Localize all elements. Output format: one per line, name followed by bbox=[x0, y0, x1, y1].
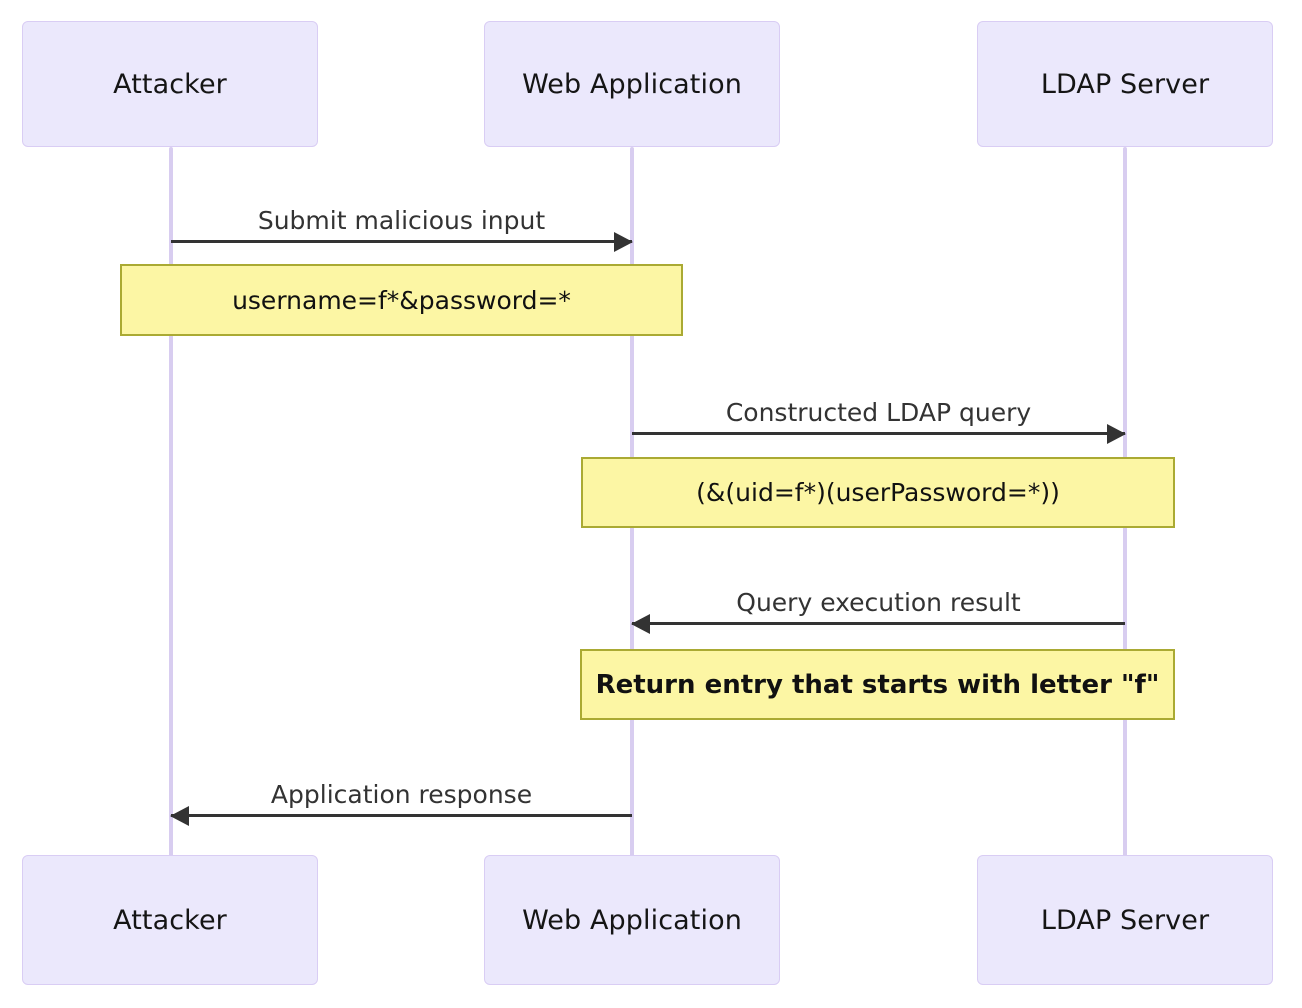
participant-ldap-top[interactable]: LDAP Server bbox=[977, 21, 1273, 147]
participant-attacker-bottom-label: Attacker bbox=[113, 904, 227, 936]
arrowhead-right-icon bbox=[1107, 424, 1126, 444]
message-application-response: Application response bbox=[170, 782, 632, 826]
message-submit-malicious-input: Submit malicious input bbox=[171, 208, 633, 252]
arrowhead-left-icon bbox=[170, 806, 189, 826]
note-username-password: username=f*&password=* bbox=[120, 264, 683, 336]
note-label: username=f*&password=* bbox=[232, 285, 571, 315]
message-query-execution-result: Query execution result bbox=[631, 590, 1125, 634]
note-label: Return entry that starts with letter "f" bbox=[595, 669, 1160, 700]
participant-attacker-top[interactable]: Attacker bbox=[22, 21, 318, 147]
note-return-entry: Return entry that starts with letter "f" bbox=[580, 649, 1175, 720]
message-label: Query execution result bbox=[736, 588, 1021, 617]
participant-ldap-bottom[interactable]: LDAP Server bbox=[977, 855, 1273, 985]
message-label: Submit malicious input bbox=[257, 206, 546, 235]
arrowhead-left-icon bbox=[631, 614, 650, 634]
message-label: Constructed LDAP query bbox=[725, 398, 1032, 427]
arrowhead-right-icon bbox=[614, 232, 633, 252]
message-constructed-ldap-query: Constructed LDAP query bbox=[632, 400, 1126, 444]
participant-webapp-bottom-label: Web Application bbox=[522, 904, 742, 936]
participant-attacker-bottom[interactable]: Attacker bbox=[22, 855, 318, 985]
participant-attacker-top-label: Attacker bbox=[113, 68, 227, 100]
participant-ldap-bottom-label: LDAP Server bbox=[1040, 904, 1210, 936]
message-line bbox=[171, 814, 632, 817]
message-line bbox=[632, 432, 1125, 435]
note-ldap-filter: (&(uid=f*)(userPassword=*)) bbox=[581, 457, 1175, 528]
participant-webapp-top[interactable]: Web Application bbox=[484, 21, 780, 147]
message-line bbox=[632, 622, 1125, 625]
note-label: (&(uid=f*)(userPassword=*)) bbox=[696, 478, 1060, 507]
participant-ldap-top-label: LDAP Server bbox=[1040, 68, 1210, 100]
message-line bbox=[171, 240, 632, 243]
participant-webapp-top-label: Web Application bbox=[522, 68, 742, 100]
lifeline-attacker bbox=[169, 147, 173, 859]
message-label: Application response bbox=[270, 780, 533, 809]
participant-webapp-bottom[interactable]: Web Application bbox=[484, 855, 780, 985]
